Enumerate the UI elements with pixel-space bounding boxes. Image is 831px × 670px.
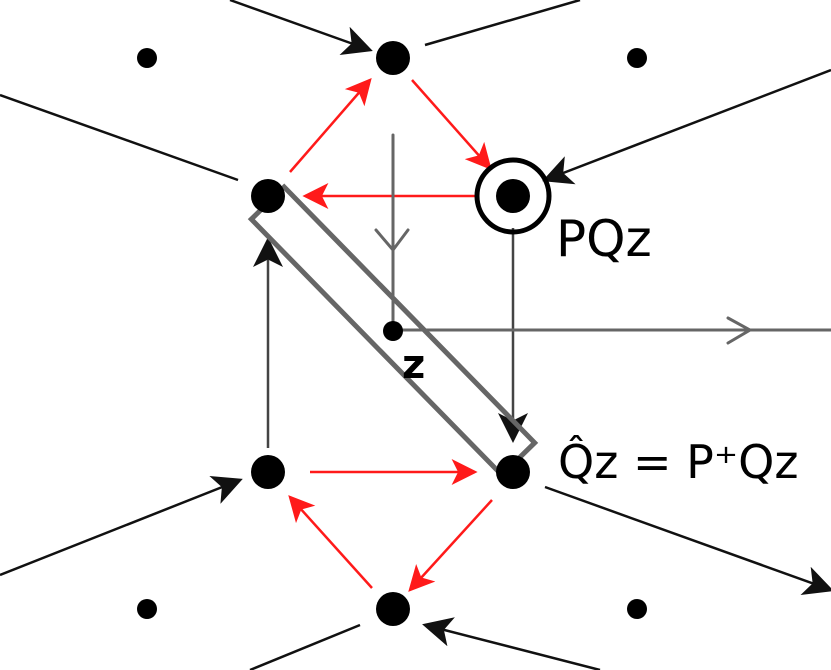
red-edge-a xyxy=(289,78,372,173)
edge-bottom-left xyxy=(249,623,361,670)
inner-vertical-edges xyxy=(253,228,528,448)
node-small-top-right xyxy=(627,48,647,68)
node-small-top-left xyxy=(137,48,157,68)
red-edge-f xyxy=(288,495,373,589)
node-lower-right xyxy=(496,455,530,489)
node-lower-left xyxy=(251,455,285,489)
node-bottom xyxy=(376,592,410,626)
node-top xyxy=(376,41,410,75)
label-origin: z xyxy=(402,342,425,388)
label-boxed-node: Q̂z = P⁺Qz xyxy=(558,435,799,489)
axis-vertical-chevron xyxy=(374,228,410,253)
label-circled-node: PQz xyxy=(556,210,652,268)
nodes xyxy=(137,41,647,626)
red-edge-b xyxy=(411,79,492,170)
node-highlight-ring xyxy=(474,157,552,235)
edge-left-lower-arrow xyxy=(0,475,243,577)
node-origin xyxy=(383,321,403,341)
node-upper-left xyxy=(251,179,285,213)
node-small-bottom-right xyxy=(627,599,647,619)
edge-right-lower-arrow xyxy=(544,485,831,595)
node-small-bottom-left xyxy=(137,599,157,619)
edge-top-right xyxy=(424,0,581,47)
edge-bottom-right-arrow xyxy=(422,617,601,670)
red-edge-e xyxy=(408,499,493,592)
edge-right-upper-arrow xyxy=(542,68,831,185)
edge-top-left-arrow xyxy=(229,0,373,56)
node-upper-right xyxy=(496,179,530,213)
axis-horizontal-chevron xyxy=(726,316,754,345)
edge-left-upper xyxy=(0,93,239,182)
